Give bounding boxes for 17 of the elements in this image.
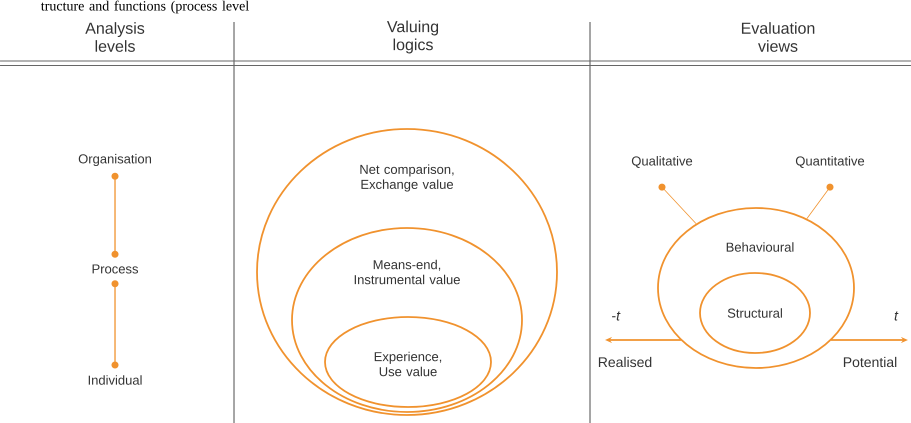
- axis-label: -t: [612, 311, 621, 321]
- level-label: Process: [92, 264, 138, 274]
- leader-line: [806, 184, 834, 220]
- connector: [112, 172, 118, 258]
- leader-line: [658, 184, 696, 224]
- caption-fragment: tructure and functions (process level: [40, 0, 249, 14]
- level-label: Qualitative: [632, 156, 692, 168]
- edge-label: Potential: [844, 356, 896, 368]
- axis-label: t: [894, 311, 898, 321]
- level-label: Organisation: [78, 154, 151, 166]
- level-label: Quantitative: [796, 156, 864, 168]
- level-label: Individual: [88, 375, 142, 385]
- column-heading: Valuing logics: [386, 20, 438, 54]
- column-heading: Evaluation views: [742, 22, 814, 52]
- column-heading: Analysis levels: [85, 22, 144, 52]
- connector: [112, 280, 118, 369]
- edge-label: Realised: [598, 356, 652, 368]
